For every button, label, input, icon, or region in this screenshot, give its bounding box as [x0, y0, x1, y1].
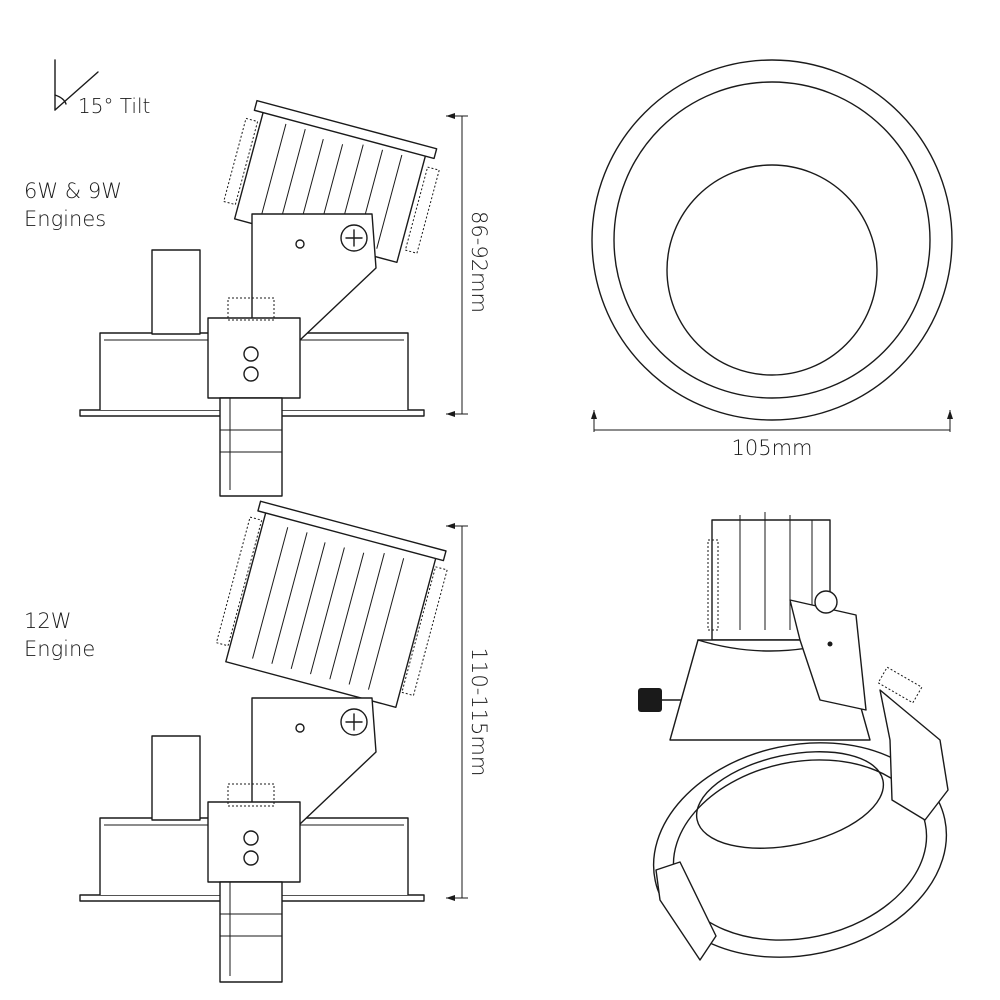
front-view: [591, 59, 953, 421]
side-view-large-engine: [79, 500, 448, 983]
height-dimension-large: [446, 523, 468, 901]
engine-label-large-line1: 12W: [24, 609, 72, 633]
tilt-angle-icon: [54, 59, 99, 111]
tilt-label: 15° Tilt: [78, 94, 150, 118]
side-view-small-engine: [79, 99, 440, 497]
height-label-large: 110-115mm: [467, 648, 491, 777]
isometric-view: [638, 512, 949, 961]
engine-label-large-line2: Engine: [24, 637, 95, 661]
height-dimension-small: [446, 113, 468, 417]
diameter-label: 105mm: [732, 436, 813, 460]
engine-label-small-line1: 6W & 9W: [24, 179, 122, 203]
height-label-small: 86-92mm: [467, 211, 491, 313]
engine-label-small-line2: Engines: [24, 207, 106, 231]
diameter-dimension: [591, 410, 953, 432]
